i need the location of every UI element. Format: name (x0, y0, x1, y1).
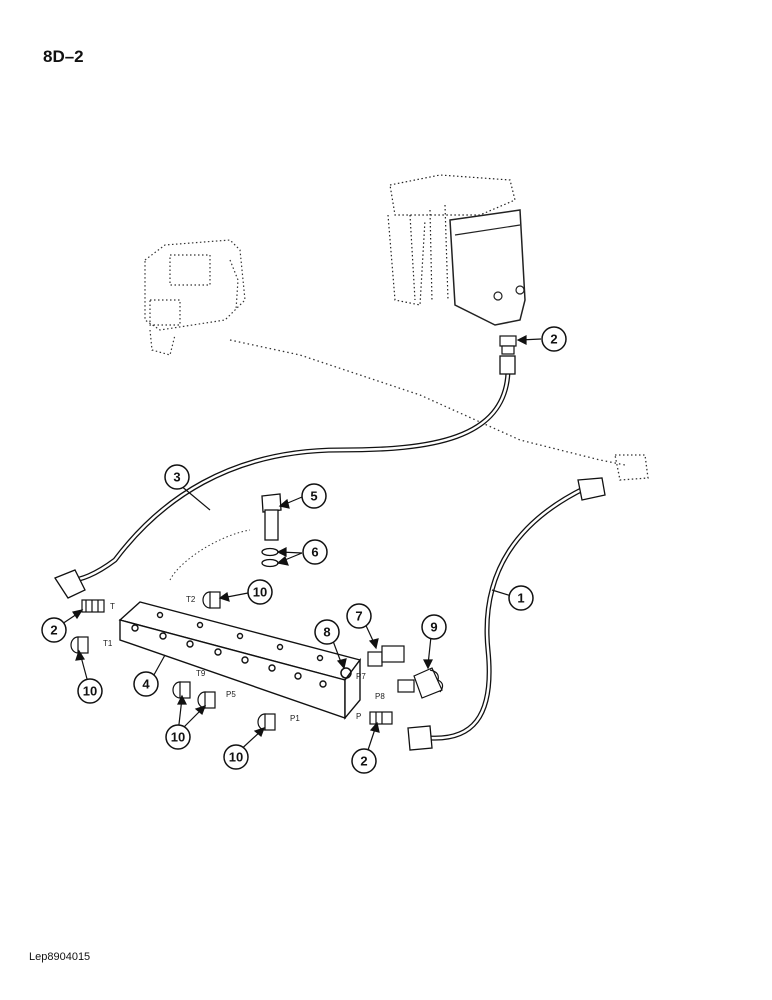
callout-10-t1: 10 (77, 678, 103, 704)
port-label-t9: T9 (196, 669, 206, 678)
control-valve-bank (387, 174, 526, 326)
svg-text:6: 6 (311, 545, 318, 560)
callout-7: 7 (346, 603, 372, 629)
svg-text:2: 2 (360, 754, 367, 769)
leader-lines (55, 335, 542, 760)
svg-text:2: 2 (550, 332, 557, 347)
port-label-t2: T2 (186, 595, 196, 604)
port-label-p5: P5 (226, 690, 236, 699)
hose-1 (407, 477, 606, 751)
svg-text:10: 10 (83, 684, 97, 699)
svg-text:1: 1 (517, 591, 524, 606)
svg-text:2: 2 (50, 623, 57, 638)
callout-6: 6 (302, 539, 328, 565)
hidden-line (169, 529, 251, 581)
bolt-5 (261, 493, 282, 541)
port-label-t1: T1 (103, 639, 113, 648)
washers-6 (261, 547, 279, 568)
svg-text:5: 5 (310, 489, 317, 504)
svg-text:9: 9 (430, 620, 437, 635)
o-ring-8 (340, 667, 352, 679)
port-label-p1: P1 (290, 714, 300, 723)
callout-8: 8 (314, 619, 340, 645)
remote-fitting (614, 454, 649, 481)
svg-text:10: 10 (229, 750, 243, 765)
callout-10-p1: 10 (223, 744, 249, 770)
connector-9 (397, 667, 444, 699)
page-number: 8D–2 (43, 47, 84, 66)
svg-text:3: 3 (173, 470, 180, 485)
figure-reference: Lep8904015 (29, 951, 91, 963)
port-label-p7: P7 (356, 672, 366, 681)
plug-10-p1 (257, 713, 276, 731)
svg-text:10: 10 (253, 585, 267, 600)
left-valve-outline (144, 239, 246, 356)
pressure-switch-7 (367, 645, 405, 667)
plug-10-t1 (70, 636, 89, 654)
plug-10-t2 (202, 591, 221, 609)
port-label-p8: P8 (375, 692, 385, 701)
callout-2-top: 2 (541, 326, 567, 352)
svg-text:7: 7 (355, 609, 362, 624)
callout-1: 1 (508, 585, 534, 611)
dotted-return-line (229, 339, 626, 466)
svg-text:8: 8 (323, 625, 330, 640)
callout-5: 5 (301, 483, 327, 509)
fitting-2-p-port (369, 711, 393, 725)
fitting-2-t-port (81, 599, 105, 613)
svg-text:10: 10 (171, 730, 185, 745)
manifold-block-4 (118, 601, 362, 720)
callout-3: 3 (164, 464, 190, 490)
callout-9: 9 (421, 614, 447, 640)
callout-10-t2: 10 (247, 579, 273, 605)
callout-2-left: 2 (41, 617, 67, 643)
port-label-t: T (110, 602, 115, 611)
callout-4: 4 (133, 671, 159, 697)
port-label-p: P (356, 712, 361, 721)
callout-2-bottom: 2 (351, 748, 377, 774)
callout-10-t9-p5: 10 (165, 724, 191, 750)
hose-3 (54, 355, 516, 599)
plug-10-t9 (172, 681, 191, 699)
valve-adapter-fitting (499, 335, 517, 355)
plug-10-p5 (197, 691, 216, 709)
svg-text:4: 4 (142, 677, 150, 692)
